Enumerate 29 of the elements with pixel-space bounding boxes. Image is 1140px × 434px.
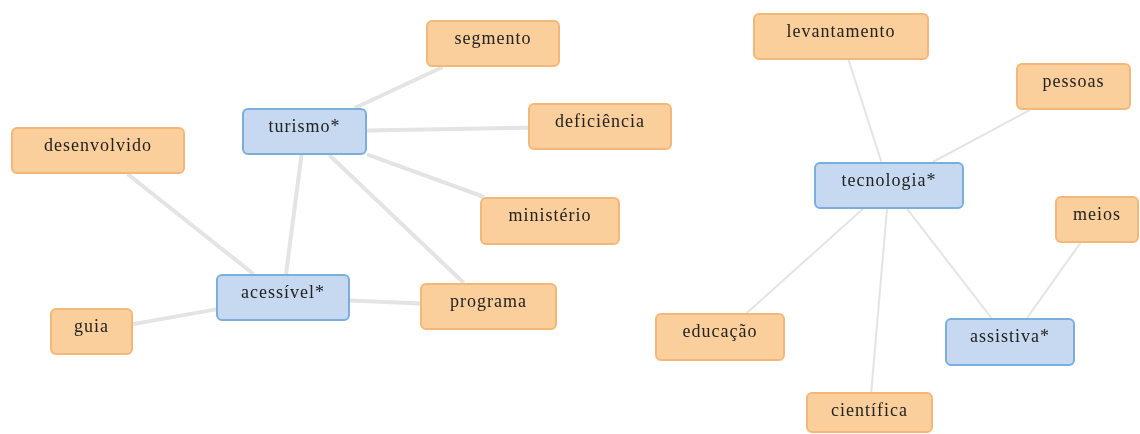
connector-line [870,208,888,393]
connector-line [745,208,864,314]
connector-line [132,307,217,327]
term-box: meios [1055,196,1139,243]
connector-line [327,153,466,285]
term-box: guia [50,308,133,355]
connector-line [354,65,444,110]
connector-line [366,125,529,133]
term-box: programa [420,283,557,330]
connector-line [366,152,485,199]
term-box: pessoas [1016,63,1131,110]
term-box: levantamento [753,13,929,60]
keyword-box: turismo* [242,108,367,155]
term-box: segmento [426,20,560,67]
connector-line [931,109,1031,163]
connector-line [1026,242,1082,319]
connector-line [349,298,421,306]
connector-line [847,59,883,163]
term-box: educação [655,313,785,361]
connector-line [126,172,255,276]
keyword-box: tecnologia* [814,162,964,209]
term-box: deficiência [528,103,672,150]
keyword-box: assistiva* [945,318,1075,366]
connector-line [906,208,993,319]
term-box: desenvolvido [11,127,185,174]
keyword-box: acessível* [216,274,350,321]
term-box: ministério [480,197,620,245]
connector-line [284,154,304,275]
term-box: científica [806,392,933,433]
